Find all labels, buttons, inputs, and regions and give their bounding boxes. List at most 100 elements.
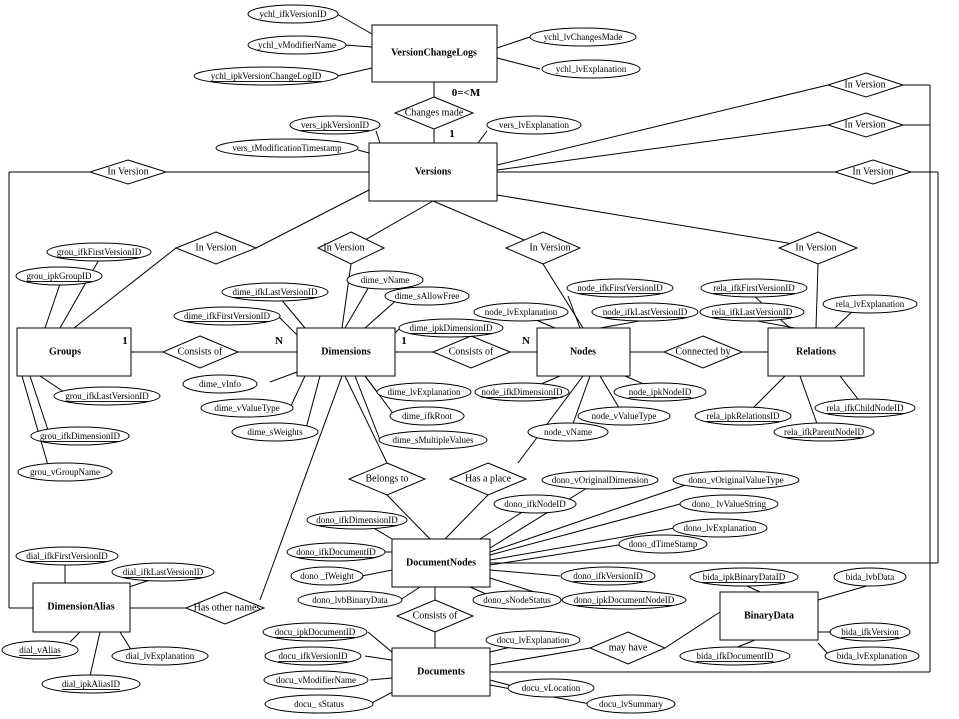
entity-versions[interactable]: Versions (368, 142, 498, 202)
attribute-grou-ipk-group-id[interactable]: grou_ipkGroupID (15, 266, 103, 286)
entity-dimension-alias[interactable]: DimensionAlias (32, 582, 131, 633)
attribute-ychl-lv-explanation[interactable]: ychl_lvExplanation (541, 59, 641, 79)
entity-version-change-logs[interactable]: VersionChangeLogs (371, 24, 498, 83)
attribute-dial-ifk-first-version-id[interactable]: dial_ifkFirstVersionID (15, 546, 119, 566)
attribute-node-v-value-type[interactable]: node_vValueType (577, 406, 671, 426)
attribute-grou-v-group-name[interactable]: grou_vGroupName (17, 462, 113, 482)
relationship-changes-made[interactable]: Changes made (393, 96, 475, 130)
attribute-dime-v-value-type[interactable]: dime_vValueType (200, 398, 294, 418)
attribute-bida-ipk-binary-data-id[interactable]: bida_ipkBinaryDataID (689, 567, 799, 587)
attribute-vers-lv-explanation[interactable]: vers_lvExplanation (486, 115, 582, 135)
attribute-dial-v-alias[interactable]: dial_vAlias (1, 640, 79, 660)
attribute-node-v-name[interactable]: node_vName (527, 422, 609, 442)
attribute-docu-v-location[interactable]: docu_vLocation (507, 678, 595, 698)
attribute-dime-s-multiple-values[interactable]: dime_sMultipleValues (378, 430, 488, 450)
entity-relations[interactable]: Relations (767, 327, 865, 377)
relationship-has-other-names[interactable]: Has other names (184, 591, 266, 625)
relationship-in-version-nodes[interactable]: In Version (504, 231, 582, 265)
attribute-dime-ifk-root[interactable]: dime_ifkRoot (389, 406, 465, 426)
attribute-label: dime_vInfo (199, 379, 241, 389)
attribute-dono-lv-explanation[interactable]: dono_lvExplanation (672, 518, 768, 538)
attribute-dono-ifk-dimension-id[interactable]: dono_ifkDimensionID (306, 510, 408, 530)
relationship-connected-by[interactable]: Connected by (662, 335, 744, 369)
attribute-label: dial_ipkAliasID (62, 679, 120, 689)
attribute-docu-ipk-document-id[interactable]: docu_ipkDocumentID (262, 622, 368, 642)
attribute-dime-ipk-dimension-id[interactable]: dime_ipkDimensionID (398, 318, 504, 338)
attribute-dono-ifk-document-id[interactable]: dono_ifkDocumentID (286, 542, 386, 562)
attribute-rela-ifk-first-version-id[interactable]: rela_ifkFirstVersionID (700, 278, 808, 298)
attribute-dono-s-node-status[interactable]: dono_sNodeStatus (472, 590, 562, 610)
relationship-consists-of-groups[interactable]: Consists of (161, 335, 240, 369)
attribute-dono-lvb-binary-data[interactable]: dono_lvbBinaryData (297, 590, 403, 610)
relationship-consists-of-dimensions[interactable]: Consists of (431, 335, 512, 369)
attribute-docu-s-status[interactable]: docu_ sStatus (264, 694, 374, 714)
attribute-dono-f-weight[interactable]: dono _fWeight (290, 566, 364, 586)
relationship-consists-of-docs[interactable]: Consists of (395, 599, 475, 633)
attribute-ychl-lv-changes-made[interactable]: ychl_lvChangesMade (529, 27, 637, 47)
attribute-bida-ifk-document-id[interactable]: bida_ifkDocumentID (679, 646, 791, 666)
attribute-dono-v-original-dimension[interactable]: dono_vOriginalDimension (541, 470, 659, 490)
relationship-in-version-dimensions[interactable]: In Version (316, 231, 386, 265)
attribute-rela-ifk-child-node-id[interactable]: rela_ifkChildNodeID (814, 398, 916, 418)
entity-label: Nodes (570, 347, 596, 358)
relationship-in-version-top1[interactable]: In Version (826, 72, 905, 98)
relationship-belongs-to[interactable]: Belongs to (347, 462, 427, 496)
attribute-grou-ifk-last-version-id[interactable]: grou_ifkLastVersionID (53, 386, 161, 406)
entity-document-nodes[interactable]: DocumentNodes (391, 538, 491, 588)
attribute-dono-ifk-node-id[interactable]: dono_ifkNodeID (493, 494, 577, 514)
entity-groups[interactable]: Groups (16, 327, 132, 377)
entity-documents[interactable]: Documents (391, 647, 491, 697)
attribute-dial-ifk-last-version-id[interactable]: dial_ifkLastVersionID (111, 562, 215, 582)
relationship-in-version-left[interactable]: In Version (88, 159, 168, 185)
attribute-node-lv-explanation[interactable]: node_lvExplanation (473, 302, 569, 322)
attribute-rela-lv-explanation[interactable]: rela_lvExplanation (822, 294, 918, 314)
attribute-docu-lv-summary[interactable]: docu_lvSummary (586, 694, 676, 714)
attribute-dime-s-allow-free[interactable]: dime_sAllowFree (384, 286, 470, 306)
attribute-dono-v-original-value-type[interactable]: dono_vOriginalValueType (672, 470, 800, 490)
relationship-in-version-groups[interactable]: In Version (174, 231, 258, 265)
entity-dimensions[interactable]: Dimensions (296, 327, 396, 377)
attribute-ychl-ifk-version-id[interactable]: ychl_ifkVersionID (247, 4, 339, 24)
attribute-rela-ipk-relations-id[interactable]: rela_ipkRelationsID (694, 406, 792, 426)
attribute-vers-t-modification-timestamp[interactable]: vers_tModificationTimestamp (215, 138, 359, 158)
entity-label: Dimensions (321, 347, 371, 358)
attribute-node-ifk-last-version-id[interactable]: node_ifkLastVersionID (591, 302, 699, 322)
attribute-node-ifk-dimension-id[interactable]: node_ifkDimensionID (474, 382, 570, 402)
attribute-ychl-ipk-version-change-log-id[interactable]: ychl_ipkVersionChangeLogID (193, 66, 339, 86)
attribute-dime-ifk-first-version-id[interactable]: dime_ifkFirstVersionID (173, 306, 281, 326)
attribute-docu-lv-explanation[interactable]: docu_lvExplanation (485, 630, 581, 650)
attribute-rela-ifk-parent-node-id[interactable]: rela_ifkParentNodeID (773, 422, 875, 442)
attribute-label: vers_ipkVersionID (301, 120, 369, 130)
relationship-in-version-top2[interactable]: In Version (826, 112, 905, 138)
attribute-bida-ifk-version[interactable]: bida_ifkVersion (829, 622, 911, 642)
attribute-ychl-v-modifier-name[interactable]: ychl_vModifierName (247, 35, 347, 55)
attribute-grou-ifk-first-version-id[interactable]: grou_ifkFirstVersionID (46, 242, 152, 262)
relationship-in-version-relations[interactable]: In Version (777, 231, 859, 265)
relationship-label: Has a place (465, 474, 512, 485)
attribute-bida-lv-explanation[interactable]: bida_lvExplanation (824, 646, 920, 666)
attribute-dono-ipk-document-node-id[interactable]: dono_ipkDocumentNodeID (561, 590, 687, 610)
attribute-dono-ifk-version-id[interactable]: dono_ifkVersionID (560, 566, 656, 586)
attribute-dime-v-name[interactable]: dime_vName (346, 270, 424, 290)
attribute-bida-lvb-data[interactable]: bida_lvbData (833, 567, 907, 587)
relationship-has-a-place[interactable]: Has a place (448, 462, 528, 496)
attribute-grou-ifk-dimension-id[interactable]: grou_ifkDimensionID (30, 426, 130, 446)
entity-binary-data[interactable]: BinaryData (719, 591, 819, 641)
attribute-dono-d-time-stamp[interactable]: dono_dTimeStamp (618, 534, 708, 554)
attribute-dime-v-info[interactable]: dime_vInfo (182, 374, 258, 394)
attribute-node-ipk-node-id[interactable]: node_ipkNodeID (613, 382, 707, 402)
attribute-dono-lv-value-string[interactable]: dono_ lvValueString (679, 494, 779, 514)
attribute-rela-ifk-last-version-id[interactable]: rela_ifkLastVersionID (699, 302, 805, 322)
attribute-node-ifk-first-version-id[interactable]: node_ifkFirstVersionID (566, 278, 674, 298)
attribute-dial-lv-explanation[interactable]: dial_lvExplanation (111, 646, 209, 666)
attribute-dime-ifk-last-version-id[interactable]: dime_ifkLastVersionID (221, 282, 329, 302)
attribute-vers-ipk-version-id[interactable]: vers_ipkVersionID (289, 115, 381, 135)
attribute-docu-v-modifier-name[interactable]: docu_vModifierName (263, 670, 369, 690)
relationship-in-version-right[interactable]: In Version (833, 159, 913, 185)
entity-nodes[interactable]: Nodes (536, 327, 631, 377)
attribute-dime-lv-explanation[interactable]: dime_lvExplanation (376, 382, 472, 402)
relationship-may-have[interactable]: may have (588, 631, 667, 665)
attribute-dime-s-weights[interactable]: dime_sWeights (231, 422, 319, 442)
attribute-dial-ipk-alias-id[interactable]: dial_ipkAliasID (41, 674, 141, 694)
attribute-docu-ifk-version-id[interactable]: docu_ifkVersionID (264, 646, 362, 666)
